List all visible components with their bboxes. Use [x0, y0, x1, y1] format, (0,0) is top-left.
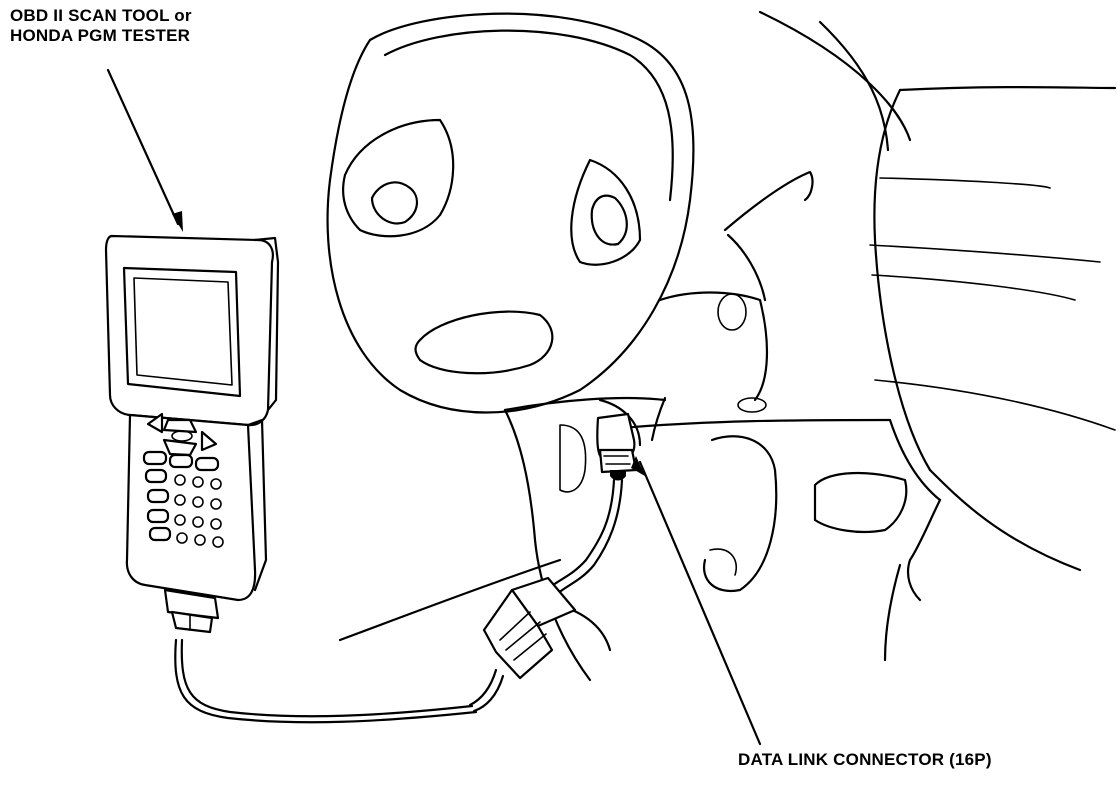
data-link-connector-label: DATA LINK CONNECTOR (16P)	[738, 750, 992, 770]
tool-cable-drawing	[175, 640, 476, 722]
inline-adapter-drawing	[470, 578, 575, 711]
scan-tool-label-line2: HONDA PGM TESTER	[10, 26, 192, 46]
scan-tool-label: OBD II SCAN TOOL or HONDA PGM TESTER	[10, 6, 192, 46]
scan-tool-label-line1: OBD II SCAN TOOL or	[10, 6, 192, 26]
handheld-scan-tool-drawing	[106, 236, 278, 632]
dashboard-drawing	[340, 12, 1115, 680]
cable-drawing	[548, 480, 622, 595]
steering-wheel-drawing	[328, 14, 694, 445]
obd-connector-drawing	[597, 414, 636, 481]
